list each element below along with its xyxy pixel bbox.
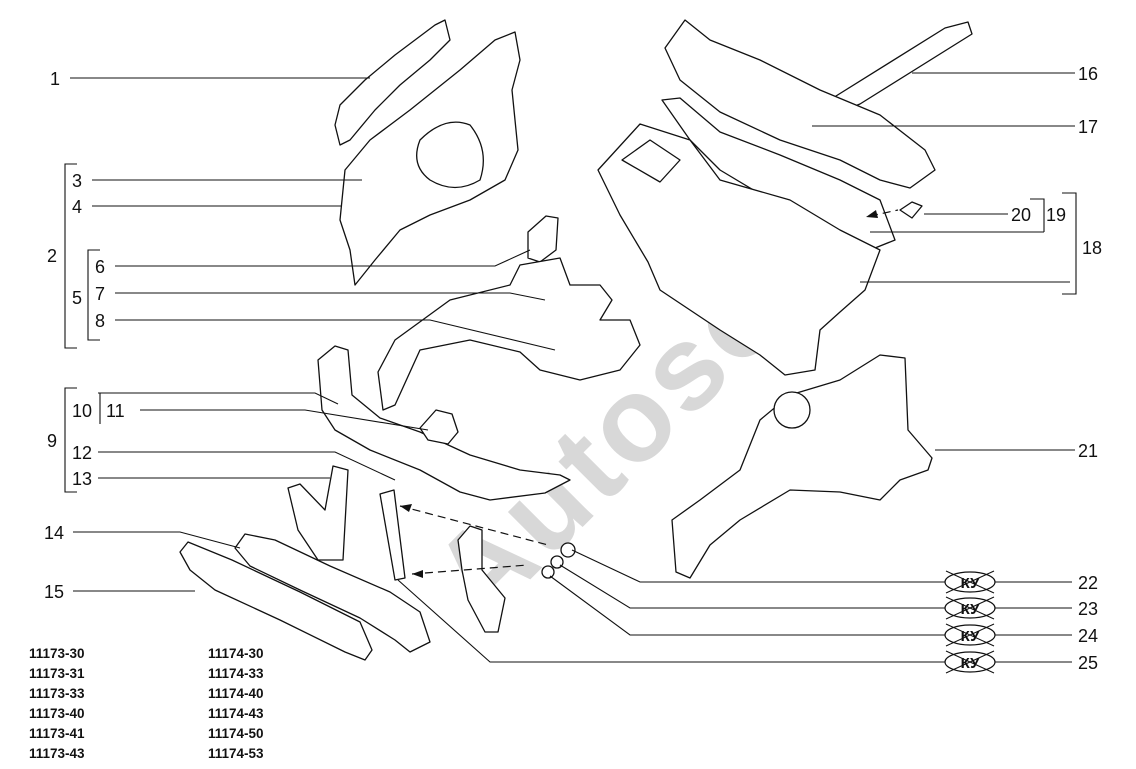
callout-24: 24 bbox=[1078, 626, 1098, 646]
part-15-bumper-beam bbox=[179, 541, 373, 661]
part-16-drain-strip bbox=[835, 21, 973, 113]
leader-22 bbox=[571, 549, 945, 583]
model-codes-left: 11173-30 11173-31 11173-33 11173-40 1117… bbox=[29, 644, 85, 764]
part-7-longitudinal bbox=[377, 257, 641, 411]
model-code: 11174-53 bbox=[208, 746, 264, 761]
bracket-9 bbox=[64, 387, 77, 493]
ku-badge-23: КУ bbox=[944, 596, 996, 620]
ku-badge-25: КУ bbox=[944, 650, 996, 674]
leader-23 bbox=[559, 564, 945, 609]
part-3-wheel-arch bbox=[416, 121, 484, 189]
fastener-24 bbox=[541, 565, 555, 579]
part-20-clip bbox=[899, 201, 923, 219]
part-6-bracket bbox=[527, 215, 559, 263]
callout-21: 21 bbox=[1078, 441, 1098, 461]
ku-badge-label: КУ bbox=[961, 655, 981, 672]
ku-badge-24: КУ bbox=[944, 623, 996, 647]
leader-6 bbox=[115, 249, 531, 267]
callout-22: 22 bbox=[1078, 573, 1098, 593]
ku-badge-label: КУ bbox=[961, 575, 981, 592]
callout-25: 25 bbox=[1078, 653, 1098, 673]
model-code: 11173-40 bbox=[29, 706, 85, 721]
callout-8: 8 bbox=[95, 311, 105, 331]
leader-24 bbox=[549, 575, 945, 636]
callout-14: 14 bbox=[44, 523, 64, 543]
leader-8 bbox=[115, 319, 556, 351]
ku-badge-22: КУ bbox=[944, 570, 996, 594]
callout-10: 10 bbox=[72, 401, 92, 421]
leader-7 bbox=[115, 292, 546, 301]
callout-4: 4 bbox=[72, 197, 82, 217]
part-11-bracket bbox=[419, 409, 459, 445]
fastener-22 bbox=[560, 542, 576, 558]
callout-2: 2 bbox=[47, 246, 57, 266]
assembly-line-lower bbox=[411, 564, 529, 575]
part-18-window bbox=[621, 139, 681, 183]
part-right-support bbox=[457, 525, 506, 633]
model-code: 11173-31 bbox=[29, 666, 85, 681]
part-18-dash-panel bbox=[597, 123, 881, 376]
part-1-upper-rail bbox=[334, 19, 451, 146]
part-3-mudguard-panel bbox=[339, 31, 521, 286]
model-code: 11174-50 bbox=[208, 726, 264, 741]
model-code: 11173-30 bbox=[29, 646, 85, 661]
model-code: 11174-40 bbox=[208, 686, 264, 701]
model-codes-right: 11174-30 11174-33 11174-40 11174-43 1117… bbox=[208, 644, 264, 764]
leader-25 bbox=[397, 579, 945, 663]
callout-6: 6 bbox=[95, 257, 105, 277]
leader-12 bbox=[98, 451, 396, 481]
ku-badge-label: КУ bbox=[961, 628, 981, 645]
bracket-19 bbox=[1030, 198, 1045, 232]
arrow-20 bbox=[866, 210, 878, 218]
part-14-radiator-member bbox=[234, 533, 431, 653]
callout-9: 9 bbox=[47, 431, 57, 451]
callout-16: 16 bbox=[1078, 64, 1098, 84]
part-13-support bbox=[287, 465, 349, 561]
model-code: 11174-33 bbox=[208, 666, 264, 681]
callout-7: 7 bbox=[95, 284, 105, 304]
callout-19: 19 bbox=[1046, 205, 1066, 225]
callout-11: 11 bbox=[106, 401, 125, 421]
model-code: 11173-43 bbox=[29, 746, 85, 761]
bracket-2 bbox=[64, 163, 77, 349]
model-code: 11173-33 bbox=[29, 686, 85, 701]
model-code: 11173-41 bbox=[29, 726, 85, 741]
callout-15: 15 bbox=[44, 582, 64, 602]
model-code: 11174-30 bbox=[208, 646, 264, 661]
part-17-cowl bbox=[664, 19, 936, 189]
callout-12: 12 bbox=[72, 443, 92, 463]
part-12-strip bbox=[379, 489, 406, 581]
part-21-strut-hole bbox=[773, 391, 811, 429]
callout-17: 17 bbox=[1078, 117, 1098, 137]
leader-14 bbox=[73, 531, 241, 549]
arrow-upper bbox=[400, 504, 412, 512]
bracket-5 bbox=[87, 249, 100, 341]
leader-10 bbox=[98, 392, 339, 405]
callout-3: 3 bbox=[72, 171, 82, 191]
callout-20: 20 bbox=[1011, 205, 1031, 225]
callout-13: 13 bbox=[72, 469, 92, 489]
part-17-lower-panel bbox=[661, 97, 896, 251]
model-code: 11174-43 bbox=[208, 706, 264, 721]
part-21-mudguard bbox=[671, 354, 933, 579]
callout-5: 5 bbox=[72, 288, 82, 308]
callout-23: 23 bbox=[1078, 599, 1098, 619]
leader-11 bbox=[140, 409, 429, 431]
bracket-18 bbox=[1062, 192, 1077, 295]
callout-18: 18 bbox=[1082, 238, 1102, 258]
arrow-lower bbox=[412, 570, 423, 578]
part-10-cross-member bbox=[317, 345, 571, 501]
callout-1: 1 bbox=[50, 69, 60, 89]
ku-badge-label: КУ bbox=[961, 601, 981, 618]
